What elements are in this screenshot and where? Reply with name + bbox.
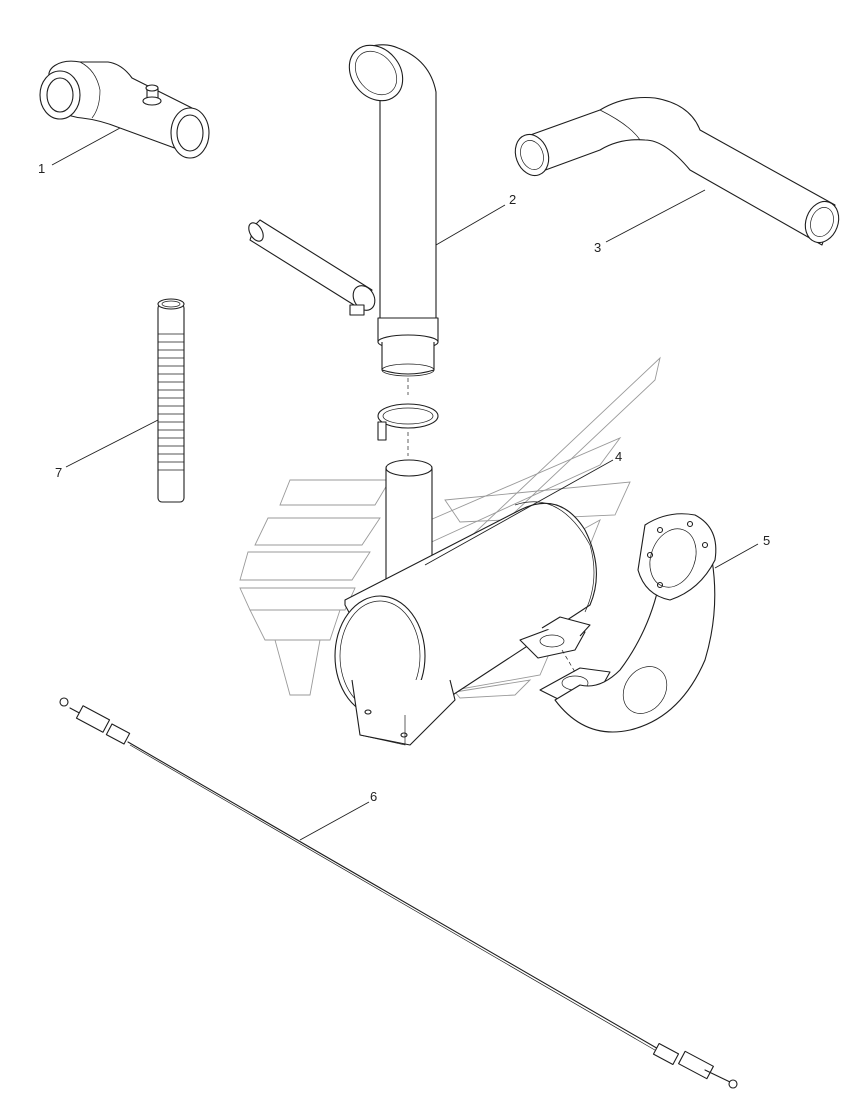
callout-6: 6 [370, 789, 377, 804]
part-6-control-cable [59, 697, 738, 1089]
callout-labels: 1 2 3 4 5 6 7 [38, 161, 770, 804]
callout-2: 2 [509, 192, 516, 207]
part-3-bent-pipe [514, 96, 840, 246]
leader-lines [51, 127, 759, 841]
band-clamp [377, 403, 439, 456]
callout-7: 7 [55, 465, 62, 480]
part-1-elbow-pipe [39, 60, 210, 159]
callout-1: 1 [38, 161, 45, 176]
part-4-muffler [334, 459, 597, 746]
callout-3: 3 [594, 240, 601, 255]
part-7-flex-hose [157, 298, 185, 503]
callout-4: 4 [615, 449, 622, 464]
part-2-exhaust-stack [248, 44, 439, 395]
part-5-inlet-elbow [539, 513, 717, 733]
callout-5: 5 [763, 533, 770, 548]
